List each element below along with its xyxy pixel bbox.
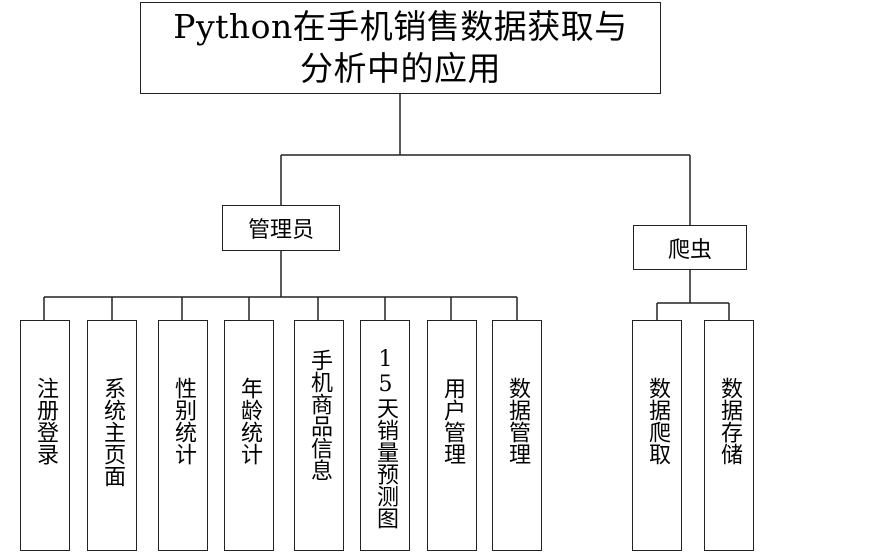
leaf-gender-stats: 性别统计 [158, 320, 208, 551]
leaf-age-stats: 年龄统计 [224, 320, 274, 551]
root-title-line1: Python在手机销售数据获取与 [173, 7, 628, 46]
leaf-label: 数据爬取 [645, 377, 670, 465]
leaf-label: 系统主页面 [100, 377, 125, 487]
crawler-node: 爬虫 [633, 225, 747, 270]
leaf-label: 年龄统计 [237, 377, 262, 465]
leaf-system-home: 系统主页面 [87, 320, 137, 551]
admin-label: 管理员 [247, 218, 314, 243]
crawler-label: 爬虫 [667, 237, 712, 263]
root-title-line2: 分析中的应用 [299, 49, 501, 88]
leaf-label: 注册登录 [33, 377, 58, 465]
root-node: Python在手机销售数据获取与 分析中的应用 [140, 2, 661, 94]
leaf-phone-products: 手机商品信息 [294, 320, 344, 551]
leaf-register-login: 注册登录 [20, 320, 70, 551]
leaf-label: 用户管理 [440, 377, 465, 465]
admin-node: 管理员 [222, 205, 340, 251]
leaf-data-management: 数据管理 [492, 320, 542, 551]
leaf-label: 15天销量预测图 [373, 347, 398, 529]
leaf-data-storage: 数据存储 [704, 320, 754, 551]
leaf-label: 性别统计 [171, 377, 196, 465]
leaf-label: 数据管理 [505, 377, 530, 465]
leaf-data-crawl: 数据爬取 [632, 320, 682, 551]
leaf-user-management: 用户管理 [427, 320, 477, 551]
leaf-label: 手机商品信息 [307, 349, 332, 481]
leaf-sales-forecast: 15天销量预测图 [360, 320, 410, 551]
leaf-label: 数据存储 [717, 377, 742, 465]
